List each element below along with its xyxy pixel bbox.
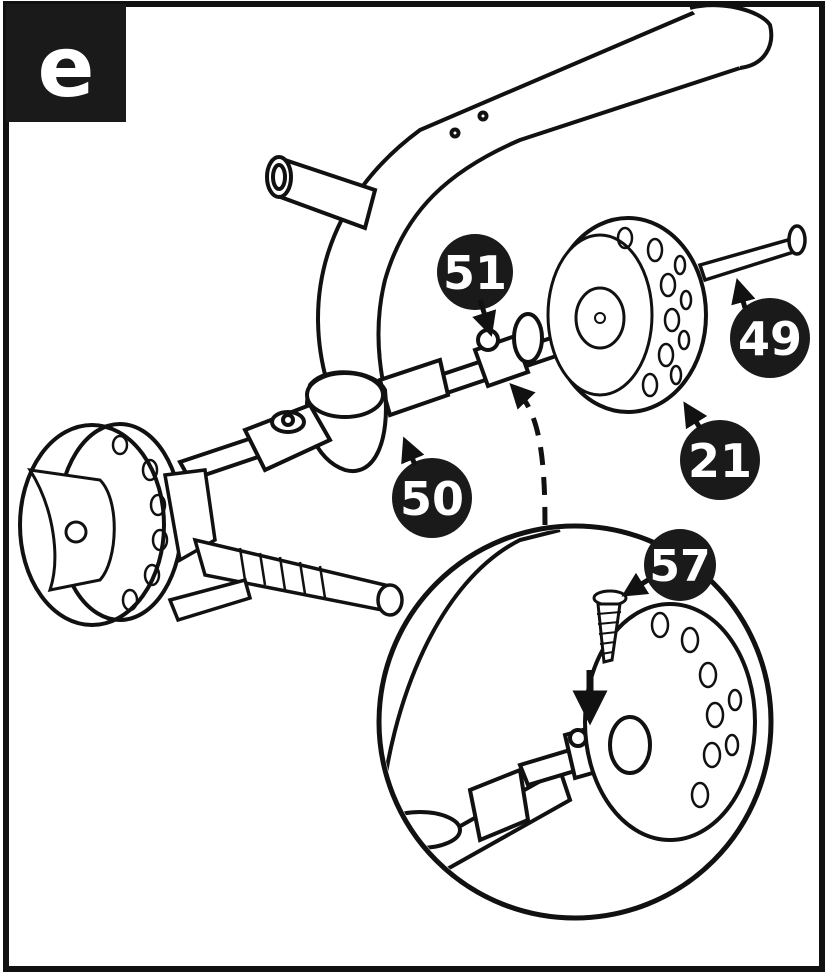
detail-dashed-arrow (509, 382, 548, 526)
callout-57: 57 (621, 529, 716, 601)
seat-post-stub (265, 155, 378, 231)
callout-21: 21 (680, 401, 760, 500)
step-badge: e (6, 4, 126, 122)
callout-51-label: 51 (443, 246, 507, 300)
callout-49-label: 49 (738, 312, 802, 366)
callout-50-arrow (401, 436, 425, 466)
callout-51: 51 (437, 234, 513, 337)
wheel-left (18, 422, 184, 627)
callout-50: 50 (392, 436, 472, 538)
step-label: e (38, 18, 95, 116)
detail-inset (376, 523, 774, 921)
callout-50-label: 50 (400, 472, 464, 526)
callout-21-arrow (683, 401, 708, 430)
callout-49: 49 (730, 277, 810, 378)
axle-pin (697, 224, 807, 283)
callout-57-label: 57 (649, 541, 710, 592)
wheel-right (546, 216, 708, 414)
callout-21-label: 21 (688, 434, 752, 488)
pedal-lever (162, 468, 404, 623)
callout-51-arrow (472, 299, 497, 337)
callout-57-arrow (621, 572, 650, 597)
axle-assembly (177, 312, 571, 483)
screw-57 (592, 589, 628, 664)
frame-tube (316, 3, 774, 394)
callout-49-arrow (731, 277, 756, 309)
